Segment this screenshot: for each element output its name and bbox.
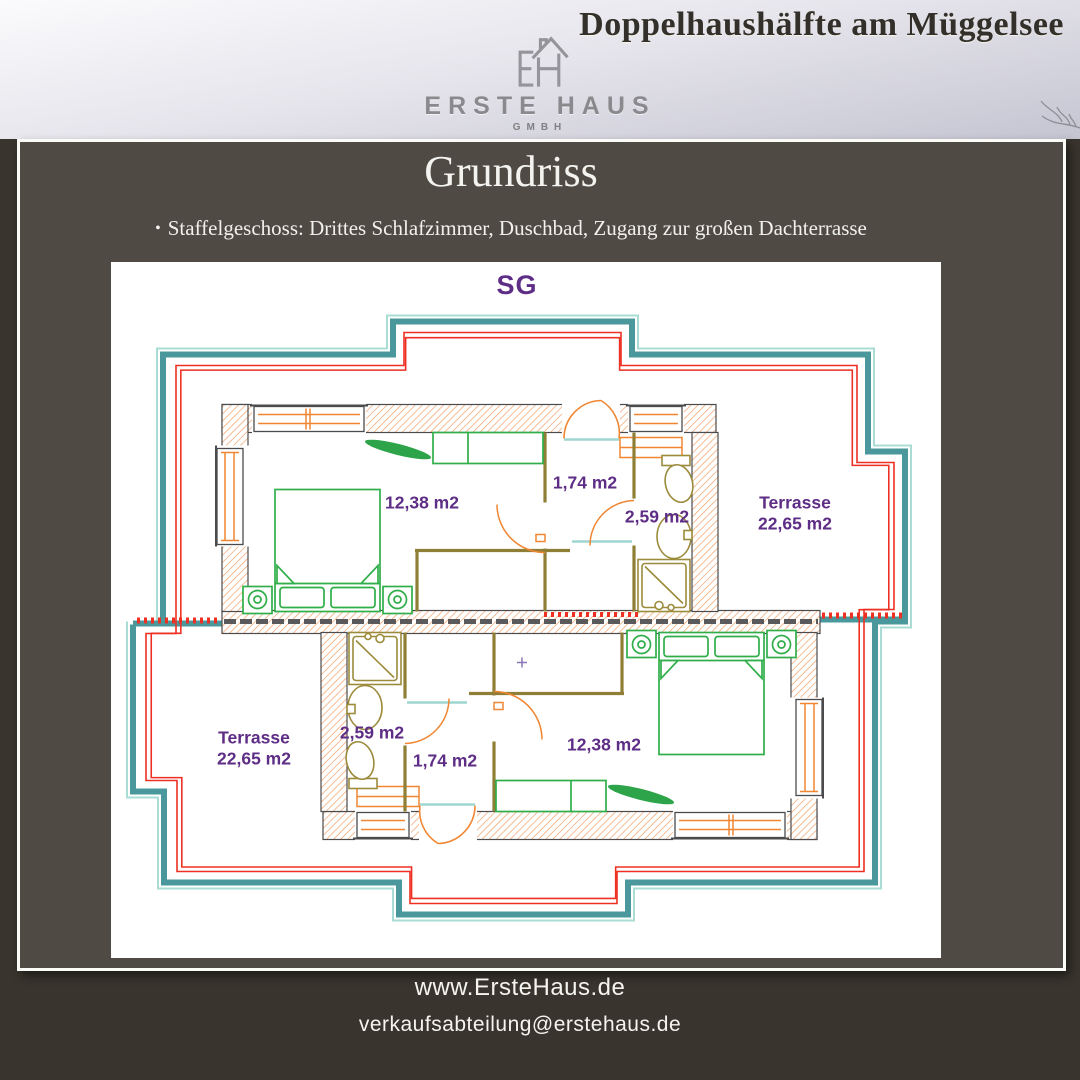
email-text: verkaufsabteilung@erstehaus.de [358,1013,682,1036]
label-terrace-area-upper: 22,65 m2 [758,514,832,534]
label-bath-upper: 2,59 m2 [625,507,689,527]
label-hall-upper: 1,74 m2 [553,473,617,493]
logo-subtitle: GMBH [512,122,568,133]
label-terrace-upper: Terrasse [759,493,831,513]
bullet-text: Staffelgeschoss: Drittes Schlafzimmer, D… [167,216,867,240]
label-bedroom-lower: 12,38 m2 [567,735,641,755]
content-frame: Grundriss • Staffelgeschoss: Drittes Schl… [17,139,1066,971]
logo-name: ERSTE HAUS [424,92,656,120]
branch-decoration-icon [1040,100,1080,129]
roof-edge-ticks [137,612,903,624]
label-hall-lower: 1,74 m2 [413,751,477,771]
website-text: www.ErsteHaus.de [414,974,626,1001]
floorplan-canvas: SG [111,262,941,958]
label-terrace-lower: Terrasse [218,728,290,748]
label-terrace-area-lower: 22,65 m2 [217,749,291,769]
page-title: Doppelhaushälfte am Müggelsee [579,6,1064,43]
label-bedroom-upper: 12,38 m2 [385,493,459,513]
company-logo: ERSTE HAUS GMBH [424,30,655,133]
house-logo-icon [518,36,569,87]
header: Doppelhaushälfte am Müggelsee ERSTE HAUS… [0,0,1080,139]
floorplan-drawing: 12,38 m2 1,74 m2 2,59 m2 Terrasse 22,65 … [126,314,912,922]
floor-level-label: SG [496,270,538,300]
bullet-point: • Staffelgeschoss: Drittes Schlafzimmer, … [20,216,1002,241]
footer: www.ErsteHaus.de verkaufsabteilung@erste… [0,974,1040,1037]
label-bath-lower: 2,59 m2 [340,723,404,743]
party-wall [221,609,821,635]
bullet-marker: • [155,220,161,237]
center-cross-mark [517,657,527,668]
section-heading: Grundriss [424,147,598,196]
